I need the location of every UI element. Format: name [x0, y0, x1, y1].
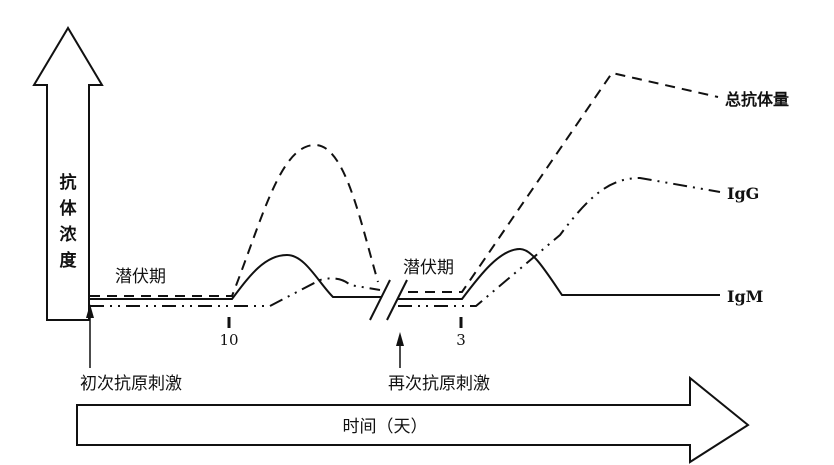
igm-curve-secondary — [398, 247, 720, 300]
latent-period-label-primary: 潜伏期 — [115, 267, 166, 287]
x-axis-label: 时间（天） — [343, 417, 428, 437]
axis-break-mark — [386, 279, 408, 321]
y-axis-label-2: 体 — [60, 198, 78, 219]
primary-stimulus-label: 初次抗原刺激 — [80, 374, 182, 394]
total-antibody-curve-secondary — [408, 71, 719, 293]
igg-curve-secondary — [398, 176, 721, 307]
latent-period-label-secondary: 潜伏期 — [403, 258, 454, 278]
tick-label-3: 3 — [456, 331, 466, 349]
y-axis-label-3: 浓 — [60, 225, 78, 245]
axis-break-mark — [369, 279, 391, 321]
total-antibody-curve-primary — [90, 143, 379, 297]
y-axis-label-1: 抗 — [60, 172, 77, 193]
x-axis-arrow — [76, 375, 750, 464]
y-axis-arrow — [32, 26, 104, 321]
tick-label-10: 10 — [219, 331, 238, 349]
arrowhead-icon — [396, 332, 404, 346]
igg-label: IgG — [727, 184, 759, 203]
secondary-stimulus-label: 再次抗原刺激 — [388, 374, 490, 394]
y-axis-label-4: 度 — [60, 250, 78, 271]
total-antibody-label: 总抗体量 — [725, 90, 789, 109]
arrowhead-icon — [86, 304, 94, 318]
igm-label: IgM — [727, 287, 763, 306]
igm-curve-primary — [90, 253, 382, 300]
igg-curve-primary — [90, 277, 381, 307]
